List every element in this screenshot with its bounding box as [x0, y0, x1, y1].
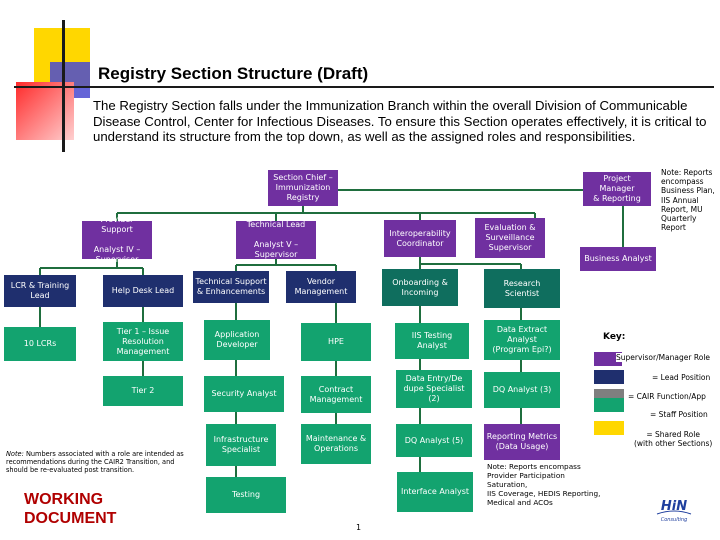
technical-support-box: Technical Support & Enhancements [193, 271, 269, 303]
legend-title: Key: [603, 332, 626, 342]
legend-swatch-supervisor [594, 352, 622, 366]
legend-swatch-lead [594, 370, 624, 384]
interoperability-coordinator-box: Interoperability Coordinator [384, 220, 456, 257]
evaluation-surveillance-box: Evaluation & Surveillance Supervisor [475, 218, 545, 258]
research-scientist-box: Research Scientist [484, 269, 560, 308]
legend-swatch-shared [594, 421, 624, 435]
contract-management-box: Contract Management [301, 376, 371, 413]
legend-label-staff: = Staff Position [650, 410, 708, 419]
vendor-management-box: Vendor Management [286, 271, 356, 303]
dq-analyst-3-box: DQ Analyst (3) [484, 372, 560, 408]
project-manager-box: Project Manager & Reporting [583, 172, 651, 206]
interface-analyst-box: Interface Analyst [397, 472, 473, 512]
hin-logo: HiN Consulting [656, 499, 692, 523]
legend-swatch-staff [594, 398, 624, 412]
reports-note-right: Note: Reports encompass Business Plan, I… [661, 168, 715, 233]
logo-subtext: Consulting [661, 517, 688, 523]
section-chief-box: Section Chief – Immunization Registry [268, 170, 338, 206]
legend-label-lead: = Lead Position [652, 373, 711, 382]
legend-label-supervisor: Supervisor/Manager Role [616, 353, 711, 362]
working-document-label: WORKING DOCUMENT [24, 491, 117, 527]
iis-testing-analyst-box: IIS Testing Analyst [395, 323, 469, 359]
ten-lcrs-box: 10 LCRs [4, 327, 76, 361]
infrastructure-specialist-box: Infrastructure Specialist [206, 424, 276, 466]
testing-box: Testing [206, 477, 286, 513]
tier1-box: Tier 1 – Issue Resolution Management [103, 322, 183, 361]
application-developer-box: Application Developer [204, 320, 270, 360]
security-analyst-box: Security Analyst [204, 376, 284, 412]
tier2-box: Tier 2 [103, 376, 183, 406]
legend-label-cair: = CAIR Function/App [628, 392, 706, 401]
hpe-box: HPE [301, 323, 371, 361]
onboarding-incoming-box: Onboarding & Incoming [382, 269, 458, 306]
data-extract-analyst-box: Data Extract Analyst (Program Epi?) [484, 320, 560, 360]
page-title: Registry Section Structure (Draft) [98, 64, 369, 83]
help-desk-lead-box: Help Desk Lead [103, 275, 183, 307]
reports-note-bottom: Note: Reports encompass Provider Partici… [487, 462, 601, 507]
data-entry-specialist-box: Data Entry/De dupe Specialist (2) [396, 370, 472, 408]
dq-analyst-5-box: DQ Analyst (5) [396, 424, 472, 457]
intro-paragraph: The Registry Section falls under the Imm… [93, 98, 707, 144]
provider-support-box: Provider Support Analyst IV – Supervisor [82, 215, 152, 264]
technical-lead-box: Technical Lead Analyst V – Supervisor [236, 220, 316, 259]
maintenance-operations-box: Maintenance & Operations [301, 424, 371, 464]
legend-label-shared: = Shared Role (with other Sections) [634, 430, 713, 448]
numbers-note-text: Numbers associated with a role are inten… [6, 450, 184, 474]
lcr-training-lead-box: LCR & Training Lead [4, 275, 76, 307]
numbers-note: Note: Numbers associated with a role are… [6, 450, 196, 474]
logo-text: HiN [661, 499, 687, 514]
numbers-note-prefix: Note: [6, 450, 24, 458]
business-analyst-box: Business Analyst [580, 247, 656, 271]
reporting-metrics-box: Reporting Metrics (Data Usage) [484, 424, 560, 460]
page-number: 1 [356, 523, 362, 532]
decor-horizontal-line [14, 86, 714, 88]
